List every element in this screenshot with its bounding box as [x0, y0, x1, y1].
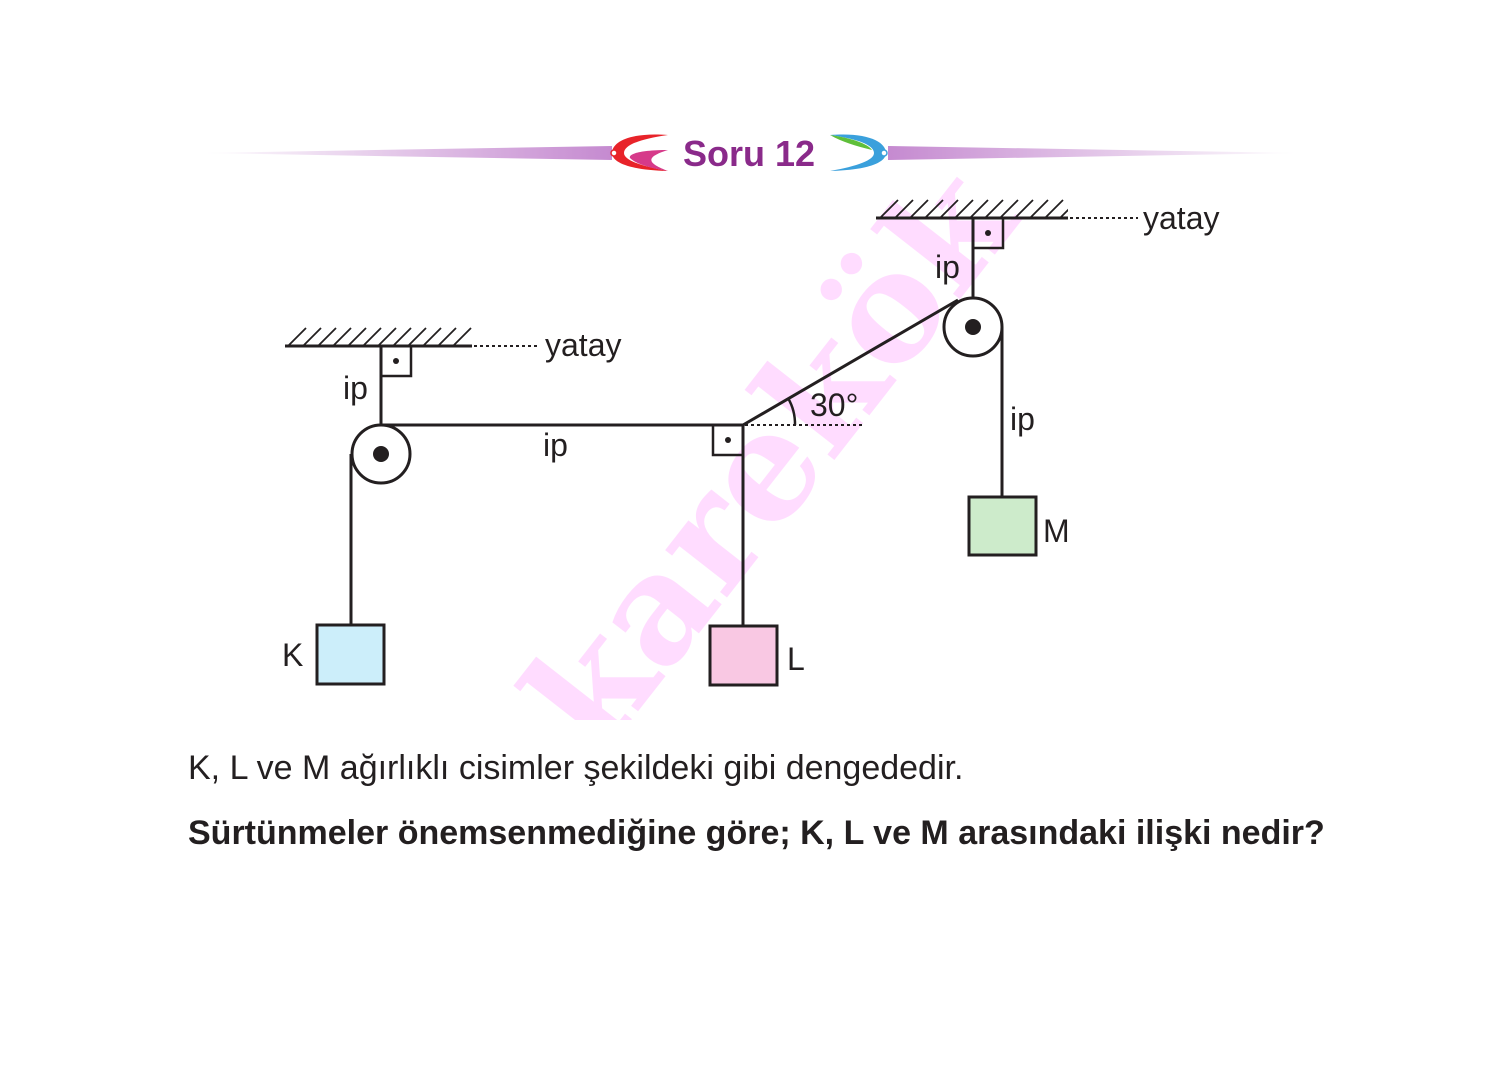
- angle-arc: [786, 397, 797, 426]
- question-statement: K, L ve M ağırlıklı cisimler şekildeki g…: [188, 749, 964, 787]
- header-band-right: [888, 146, 1300, 160]
- block-m: [967, 495, 1038, 557]
- question-prompt: Sürtünmeler önemsenmediğine göre; K, L v…: [188, 814, 1325, 852]
- pulley-left: [350, 423, 412, 485]
- block-k: [315, 623, 386, 686]
- question-header: Soru 12: [200, 133, 1300, 174]
- ceiling-left: [285, 327, 472, 348]
- header-band-left: [200, 146, 612, 160]
- block-l: [708, 624, 779, 687]
- label-block-k: K: [282, 637, 303, 673]
- label-block-m: M: [1043, 513, 1070, 549]
- label-yatay-left: yatay: [545, 327, 621, 363]
- label-ip-horizontal: ip: [543, 427, 568, 463]
- right-angle-marker-right: [971, 216, 1005, 250]
- pulley-right: [942, 296, 1004, 358]
- label-yatay-right: yatay: [1143, 200, 1219, 236]
- label-ip-left-vertical: ip: [343, 370, 368, 406]
- right-angle-marker-left: [379, 344, 413, 378]
- question-text: K, L ve M ağırlıklı cisimler şekildeki g…: [188, 744, 1368, 860]
- label-ip-right-vertical: ip: [1010, 401, 1035, 437]
- right-swoosh-icon: [830, 134, 888, 171]
- question-title: Soru 12: [683, 133, 815, 174]
- label-block-l: L: [787, 641, 805, 677]
- pulley-diagram: karekök yatay yatay ip: [282, 133, 1219, 720]
- left-swoosh-icon: [610, 134, 668, 171]
- label-ip-top-right: ip: [935, 249, 960, 285]
- rope-inclined: [742, 298, 959, 427]
- label-angle: 30°: [810, 387, 858, 423]
